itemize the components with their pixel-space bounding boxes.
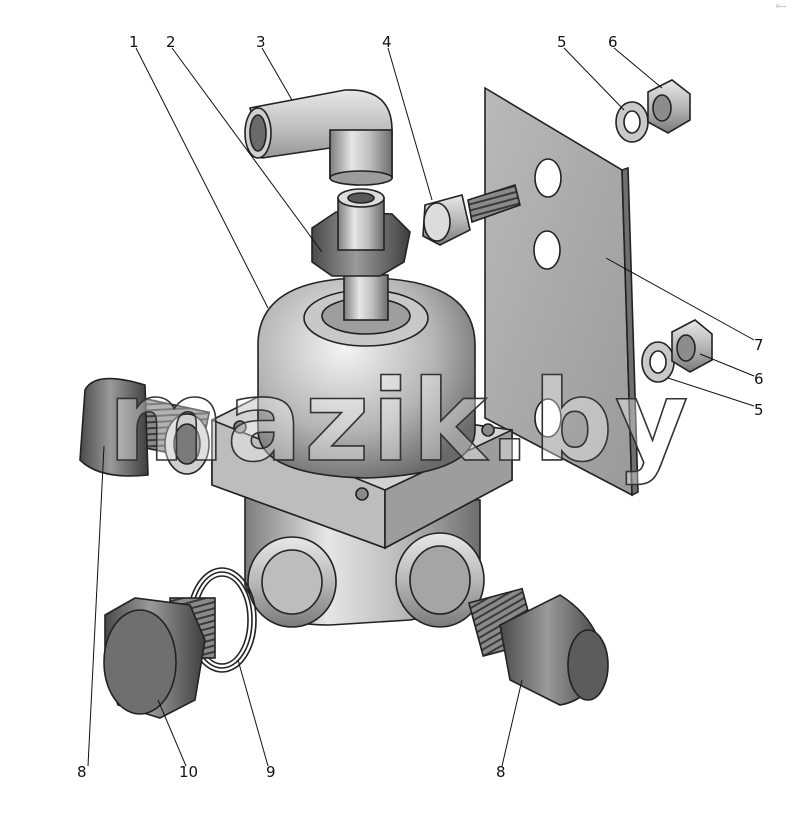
callout-3: 3 — [256, 33, 266, 51]
leader-9 — [237, 659, 269, 767]
plate-hole-bottom — [534, 398, 562, 438]
fitting-left — [79, 377, 211, 477]
plate-hole-middle — [533, 230, 561, 270]
leader-10 — [157, 699, 187, 767]
callout-2: 2 — [166, 33, 176, 51]
stem-nut — [311, 188, 411, 277]
fitting-right — [467, 587, 609, 706]
hex-nut-bottom — [671, 319, 713, 373]
leader-5a — [563, 47, 625, 111]
callout-5-top: 5 — [557, 33, 567, 51]
leader-2 — [171, 47, 323, 253]
corner-mark: ᵍ--- — [776, 3, 787, 11]
callout-8-left: 8 — [77, 763, 87, 781]
callout-9: 9 — [266, 763, 276, 781]
callout-8-right: 8 — [496, 763, 506, 781]
callout-6-bottom: 6 — [754, 370, 764, 388]
leader-7 — [605, 257, 755, 341]
leader-6b — [699, 353, 755, 377]
leader-5b — [667, 377, 755, 407]
mounting-plate — [484, 86, 639, 497]
leader-1 — [135, 47, 269, 309]
callout-labels: 1 2 3 4 5 6 7 6 5 8 10 9 8 — [77, 33, 764, 781]
callout-5-bottom: 5 — [754, 401, 764, 419]
leader-8b — [501, 679, 523, 767]
bolt — [422, 183, 521, 246]
plate-hole-top — [534, 158, 562, 198]
callout-6-top: 6 — [608, 33, 618, 51]
watermark-text: mazik.by — [108, 357, 690, 487]
callout-10: 10 — [179, 763, 198, 781]
leader-8a — [87, 445, 105, 767]
hex-nut-top — [647, 79, 691, 134]
elbow-fitting — [244, 89, 393, 186]
valve-body — [211, 274, 513, 628]
lock-washer-top — [615, 101, 649, 143]
leader-lines — [87, 47, 755, 767]
leader-6a — [613, 47, 663, 89]
callout-1: 1 — [129, 33, 139, 51]
callout-4: 4 — [382, 33, 392, 51]
leader-4 — [387, 47, 433, 201]
callout-7: 7 — [754, 336, 764, 354]
hex-plug — [103, 597, 216, 719]
leader-3 — [261, 47, 293, 101]
